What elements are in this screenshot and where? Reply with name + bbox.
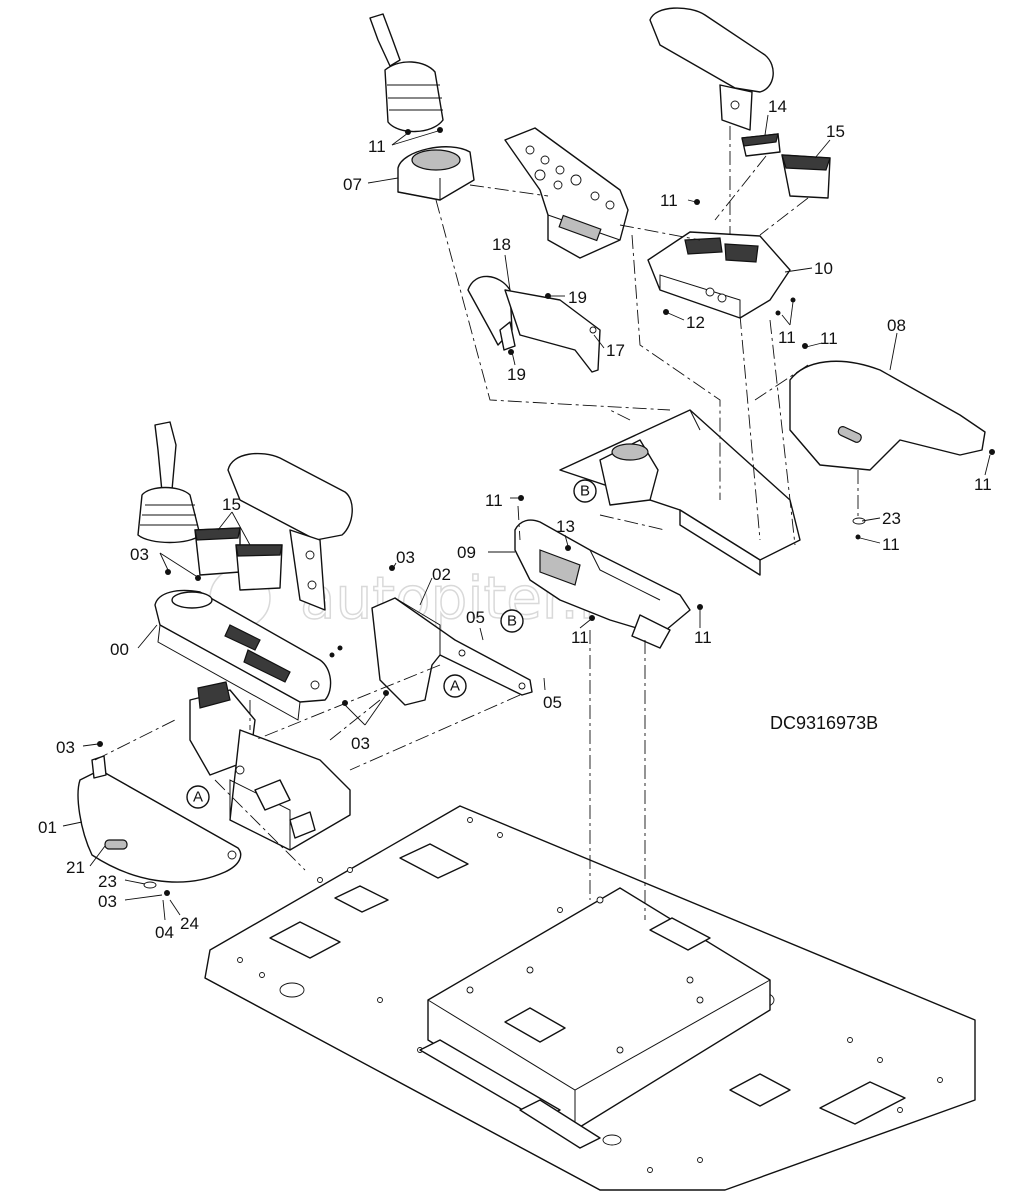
left-joystick (137, 421, 201, 544)
section-marker-b-1: B (573, 479, 597, 503)
section-marker-b-2: B (500, 609, 524, 633)
callout-23: 23 (882, 509, 901, 528)
callout-11: 11 (820, 329, 838, 348)
callout-02: 02 (432, 565, 451, 584)
plate-cutout-top (399, 843, 469, 879)
right-rear-cover (789, 360, 986, 471)
callout-23: 23 (98, 872, 117, 891)
section-marker-a-label: A (450, 678, 460, 695)
callout-11: 11 (974, 475, 992, 494)
left-console-cover (154, 589, 332, 721)
section-marker-a-2: A (186, 785, 210, 809)
upper-bolts (405, 127, 995, 621)
plate-slot-right-2 (729, 1073, 791, 1107)
callout-03: 03 (98, 892, 117, 911)
assembly-lines (94, 126, 859, 920)
callout-11: 11 (571, 628, 589, 647)
callout-03: 03 (351, 734, 370, 753)
callout-11: 11 (882, 535, 900, 554)
left-armrest (227, 452, 353, 611)
plate-slot-right (819, 1081, 906, 1125)
seat-subframe (419, 887, 771, 1149)
callout-04: 04 (155, 923, 174, 942)
subframe-slot-1 (504, 1007, 566, 1043)
callout-08: 08 (887, 316, 906, 335)
callout-11: 11 (778, 328, 796, 347)
rail-right (519, 1099, 601, 1149)
right-console-cover (647, 231, 791, 319)
callout-labels: 11 07 14 15 11 10 12 11 18 19 17 19 11 0… (38, 97, 992, 942)
callout-11: 11 (694, 628, 712, 647)
callout-18: 18 (492, 235, 511, 254)
right-joystick (369, 13, 444, 133)
center-bracket-frame (559, 409, 801, 576)
right-cup-holder-14 (741, 133, 781, 157)
callout-17: 17 (606, 341, 625, 360)
left-console-bracket (189, 681, 351, 851)
left-bolts (97, 565, 395, 896)
side-trim-18 (467, 275, 516, 351)
plate-cutout-left (269, 921, 341, 959)
callout-24: 24 (180, 914, 199, 933)
left-cup-holders (194, 527, 283, 591)
callout-05: 05 (543, 693, 562, 712)
callout-03: 03 (130, 545, 149, 564)
section-marker-b-label: B (507, 613, 517, 630)
callout-09: 09 (457, 543, 476, 562)
callout-15: 15 (222, 495, 241, 514)
left-rear-bracket (371, 597, 533, 706)
left-side-cover (77, 755, 242, 883)
callout-19: 19 (568, 288, 587, 307)
subframe-slot-2 (649, 917, 711, 951)
callout-10: 10 (814, 259, 833, 278)
callout-11: 11 (485, 491, 503, 510)
drawing-code: DC9316973B (770, 713, 878, 733)
callout-19: 19 (507, 365, 526, 384)
front-cover-09 (514, 519, 691, 649)
section-marker-a-1: A (443, 674, 467, 698)
callout-00: 00 (110, 640, 129, 659)
callout-13: 13 (556, 517, 575, 536)
callout-01: 01 (38, 818, 57, 837)
right-cup-holder-15 (781, 154, 831, 199)
side-plate-17 (504, 289, 601, 373)
callout-05: 05 (466, 608, 485, 627)
callout-12: 12 (686, 313, 705, 332)
callout-07: 07 (343, 175, 362, 194)
callout-15: 15 (826, 122, 845, 141)
callout-14: 14 (768, 97, 787, 116)
rail-left (419, 1039, 561, 1121)
callout-11: 11 (368, 137, 386, 156)
switch-panel (504, 127, 629, 259)
section-marker-b-label: B (580, 483, 590, 500)
callout-03: 03 (56, 738, 75, 757)
right-armrest (649, 7, 774, 131)
callout-21: 21 (66, 858, 85, 877)
joystick-boot-base (397, 146, 475, 201)
plate-cutout-mid (334, 885, 389, 913)
callout-11: 11 (660, 191, 678, 210)
section-marker-a-label: A (193, 789, 203, 806)
callout-03: 03 (396, 548, 415, 567)
leader-lines (62, 114, 991, 921)
